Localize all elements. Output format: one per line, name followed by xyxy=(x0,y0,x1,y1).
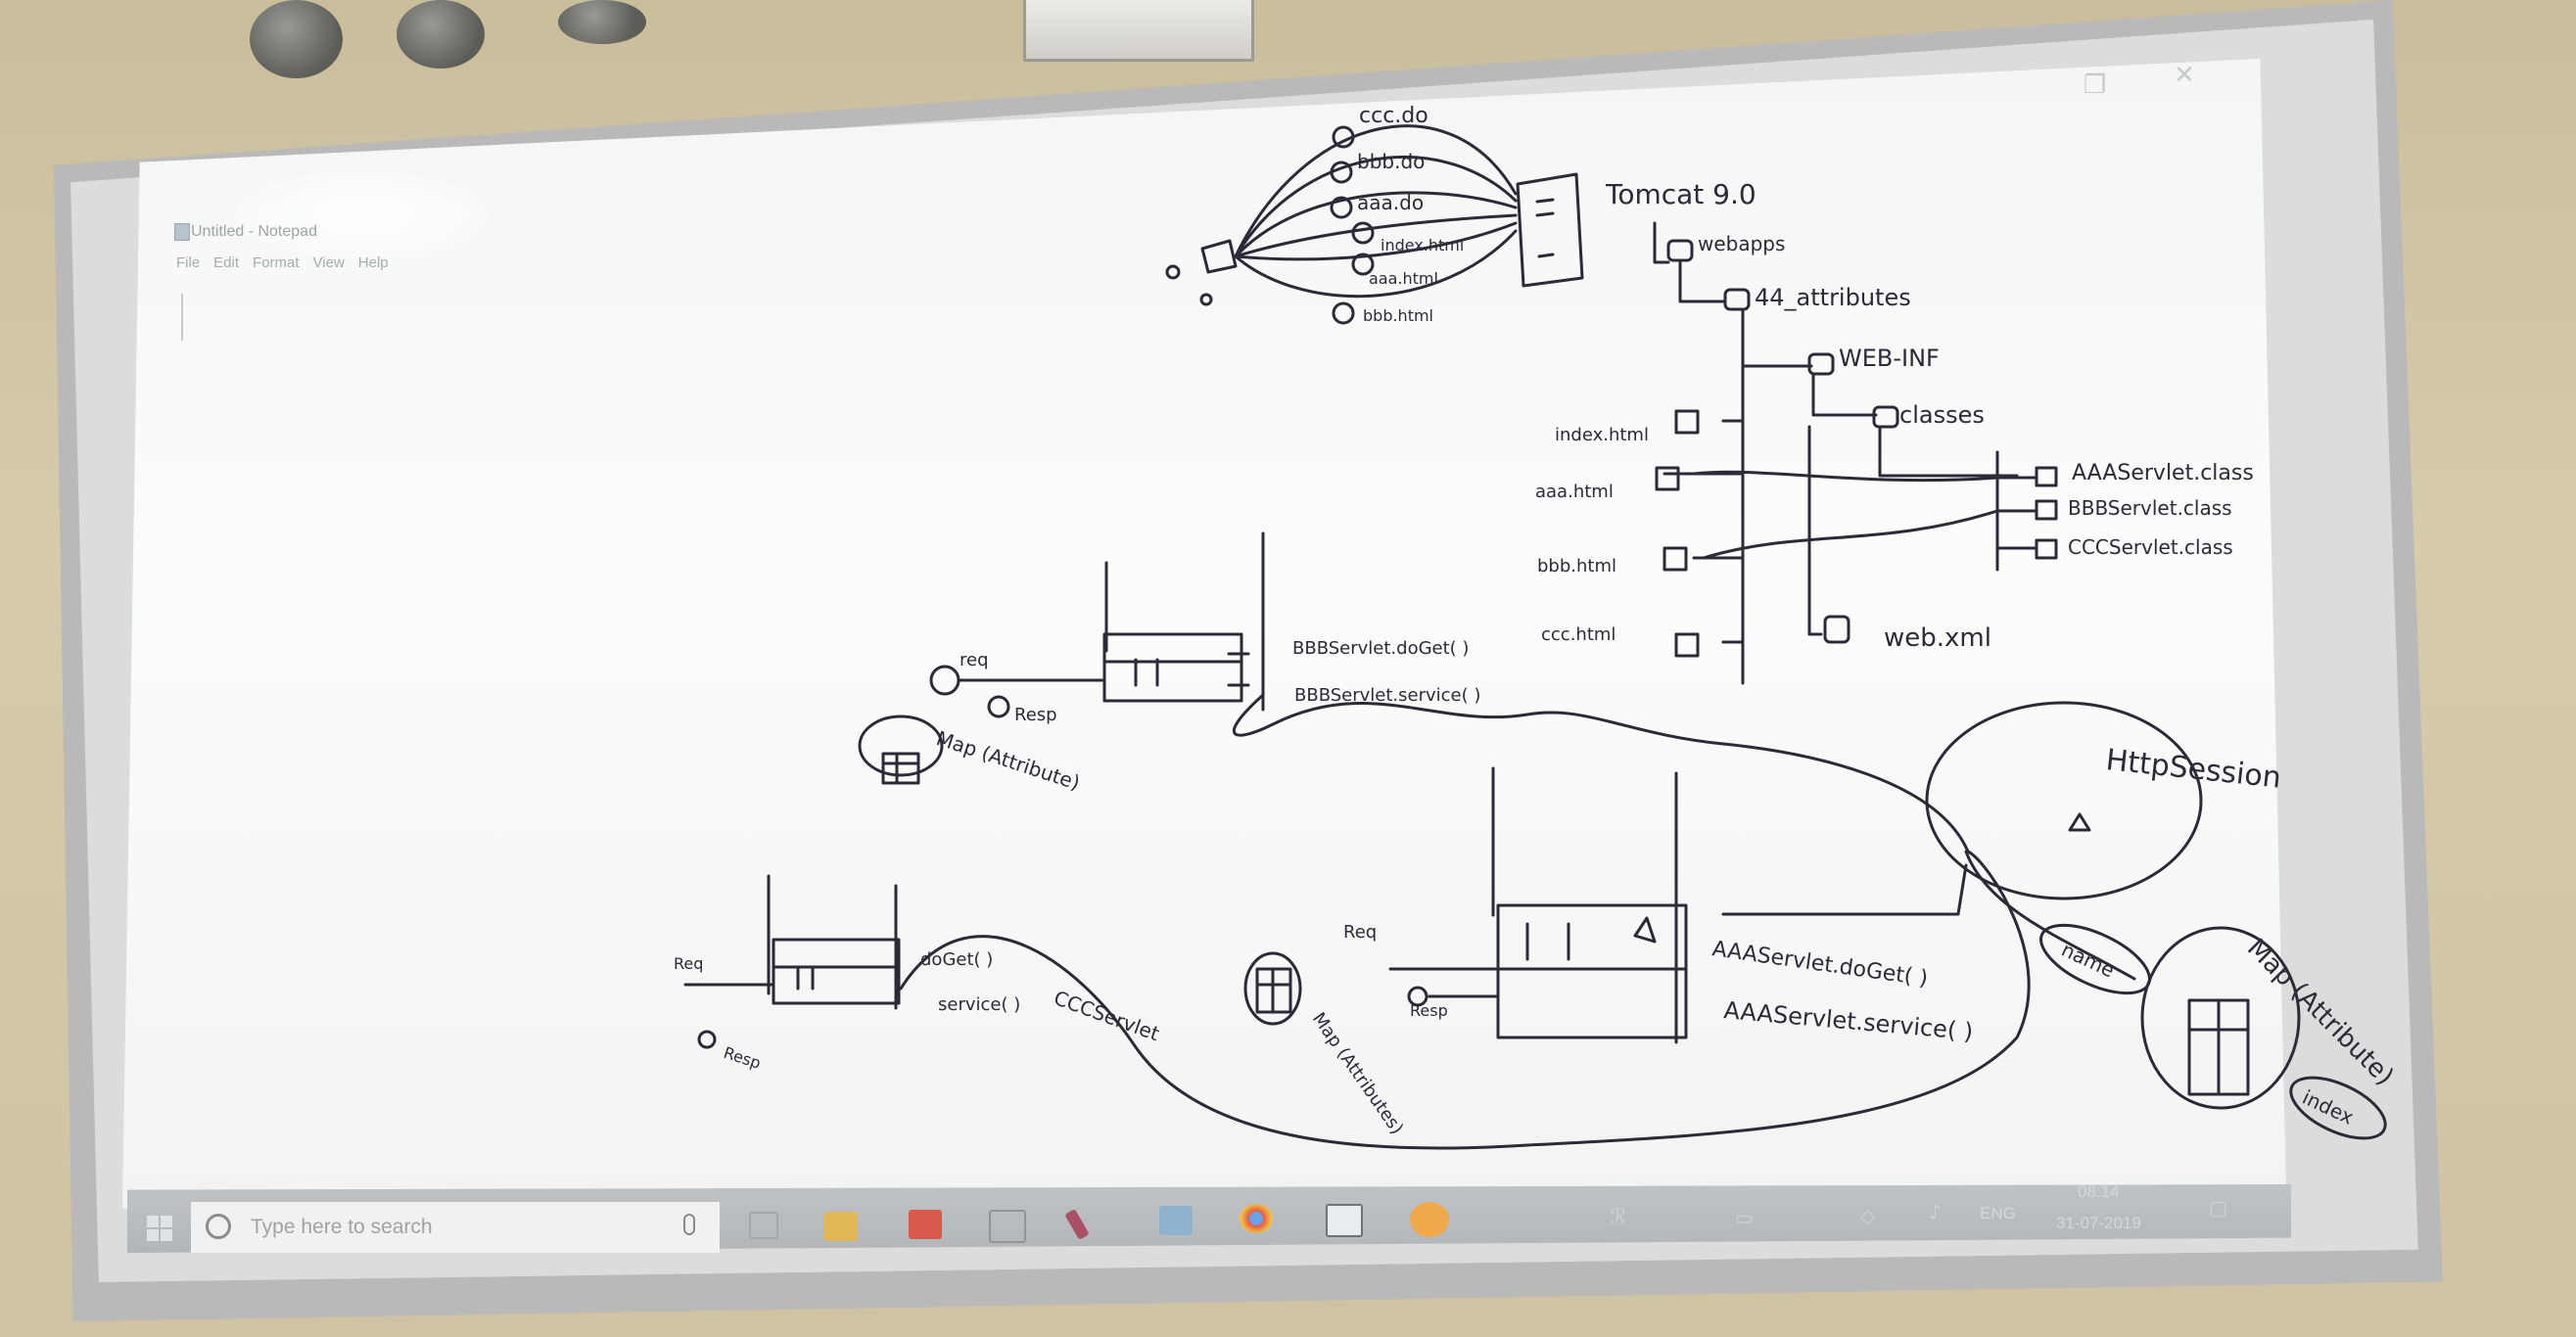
request-label-2: bbb.do xyxy=(1357,150,1425,173)
http-session-label: HttpSession xyxy=(2104,743,2282,796)
cortana-icon[interactable] xyxy=(206,1214,231,1239)
tomcat-server-icon xyxy=(1516,172,1584,288)
aaa-attribute-map xyxy=(1243,951,1302,1026)
request-label-6: bbb.html xyxy=(1363,306,1433,325)
ccc-service-label: service( ) xyxy=(938,994,1020,1015)
html-file-2: aaa.html xyxy=(1535,482,1614,502)
menu-help[interactable]: Help xyxy=(357,254,389,271)
notifications-icon[interactable]: ▢ xyxy=(2209,1196,2227,1220)
close-icon[interactable]: ✕ xyxy=(2174,61,2195,90)
web-xml-label: web.xml xyxy=(1884,623,1991,653)
language-indicator[interactable]: ENG xyxy=(1980,1204,2016,1222)
classes-label: classes xyxy=(1899,401,1985,429)
text-cursor xyxy=(181,294,183,341)
notepad-icon xyxy=(174,223,190,241)
html-files xyxy=(1655,409,1745,658)
menu-view[interactable]: View xyxy=(312,254,345,271)
volume-icon[interactable]: ♪ xyxy=(1929,1200,1942,1223)
ccc-resp-label: Resp xyxy=(722,1043,764,1073)
request-label-4: index.html xyxy=(1381,236,1464,254)
webapps-label: webapps xyxy=(1698,232,1785,255)
mapping-lines xyxy=(1692,470,1999,560)
request-label-1: ccc.do xyxy=(1359,104,1429,128)
request-flow-cloud xyxy=(899,693,2031,1150)
ceiling-light-fixture xyxy=(558,0,646,44)
bbb-servlet-object xyxy=(1102,531,1265,712)
http-session-object xyxy=(1925,701,2203,981)
class-file-3: CCCServlet.class xyxy=(2068,535,2233,559)
request-label-3: aaa.do xyxy=(1357,191,1424,214)
notepad-menu-bar: File Edit Format View Help xyxy=(176,254,389,271)
session-key-name: name xyxy=(2058,938,2119,983)
bbb-attribute-map xyxy=(858,715,944,785)
project-label: 44_attributes xyxy=(1755,284,1911,311)
taskbar-search-box[interactable] xyxy=(191,1202,720,1253)
chrome-icon[interactable] xyxy=(1240,1204,1273,1233)
aaa-doget-label: AAAServlet.doGet( ) xyxy=(1710,937,1929,991)
class-file-2: BBBServlet.class xyxy=(2068,496,2232,520)
html-file-1: index.html xyxy=(1555,425,1649,445)
clock-time[interactable]: 08:14 xyxy=(2078,1182,2120,1201)
aaa-map-label: Map (Attributes) xyxy=(1308,1009,1407,1138)
tomcat-label: Tomcat 9.0 xyxy=(1605,178,1756,210)
bbb-service-label: BBBServlet.service( ) xyxy=(1294,685,1480,706)
menu-format[interactable]: Format xyxy=(253,254,300,271)
aaa-servlet-object xyxy=(1491,766,1688,1044)
vlc-icon[interactable] xyxy=(1410,1202,1449,1237)
task-view-icon[interactable] xyxy=(749,1212,778,1239)
restore-icon[interactable]: ❐ xyxy=(2084,70,2107,100)
window-app-icon[interactable] xyxy=(989,1210,1026,1243)
request-label-5: aaa.html xyxy=(1369,269,1438,288)
bbb-req-label: req xyxy=(960,650,989,670)
ceiling-light-fixture xyxy=(250,0,343,78)
menu-file[interactable]: File xyxy=(176,254,201,271)
search-placeholder: Type here to search xyxy=(251,1216,433,1238)
web-inf-label: WEB-INF xyxy=(1839,345,1940,372)
ccc-servlet-label: CCCServlet xyxy=(1051,986,1162,1045)
windows-start-icon[interactable] xyxy=(147,1216,172,1241)
notepad-taskbar-icon[interactable] xyxy=(1159,1206,1193,1235)
people-icon[interactable]: ℛ xyxy=(1611,1204,1626,1227)
menu-edit[interactable]: Edit xyxy=(213,254,240,271)
paint-icon[interactable] xyxy=(909,1210,942,1239)
aaa-service-label: AAAServlet.service( ) xyxy=(1722,996,1974,1045)
request-arcs xyxy=(1234,124,1518,325)
battery-icon[interactable]: ▭ xyxy=(1735,1206,1754,1229)
session-map-label: Map (Attribute) xyxy=(2241,934,2399,1091)
projector-glare xyxy=(235,171,490,259)
ccc-servlet-object xyxy=(767,874,901,1010)
session-attribute-map xyxy=(2140,926,2301,1110)
wall-mounted-projector-box xyxy=(1023,0,1254,62)
ceiling-speaker-fixture xyxy=(397,0,485,69)
ccc-req-label: Req xyxy=(674,954,703,973)
class-file-1: AAAServlet.class xyxy=(2072,461,2254,485)
bbb-map-label: Map (Attribute) xyxy=(933,726,1082,795)
task-manager-icon[interactable] xyxy=(1326,1204,1363,1237)
bbb-doget-label: BBBServlet.doGet( ) xyxy=(1292,638,1469,659)
ccc-doget-label: doGet( ) xyxy=(920,949,993,970)
html-file-3: bbb.html xyxy=(1537,556,1616,576)
aaa-resp-label: Resp xyxy=(1410,1001,1448,1020)
file-explorer-icon[interactable] xyxy=(824,1212,858,1241)
network-icon[interactable]: ◇ xyxy=(1860,1204,1876,1227)
class-files xyxy=(1995,466,2058,560)
html-file-4: ccc.html xyxy=(1541,624,1616,645)
clock-date[interactable]: 31-07-2019 xyxy=(2056,1214,2141,1232)
notepad-window-title: Untitled - Notepad xyxy=(191,223,317,240)
bbb-resp-label: Resp xyxy=(1014,705,1057,725)
browser-client xyxy=(1165,239,1238,306)
aaa-req-label: Req xyxy=(1343,922,1377,943)
session-key-index: index xyxy=(2299,1085,2358,1130)
microphone-icon[interactable] xyxy=(683,1214,695,1235)
